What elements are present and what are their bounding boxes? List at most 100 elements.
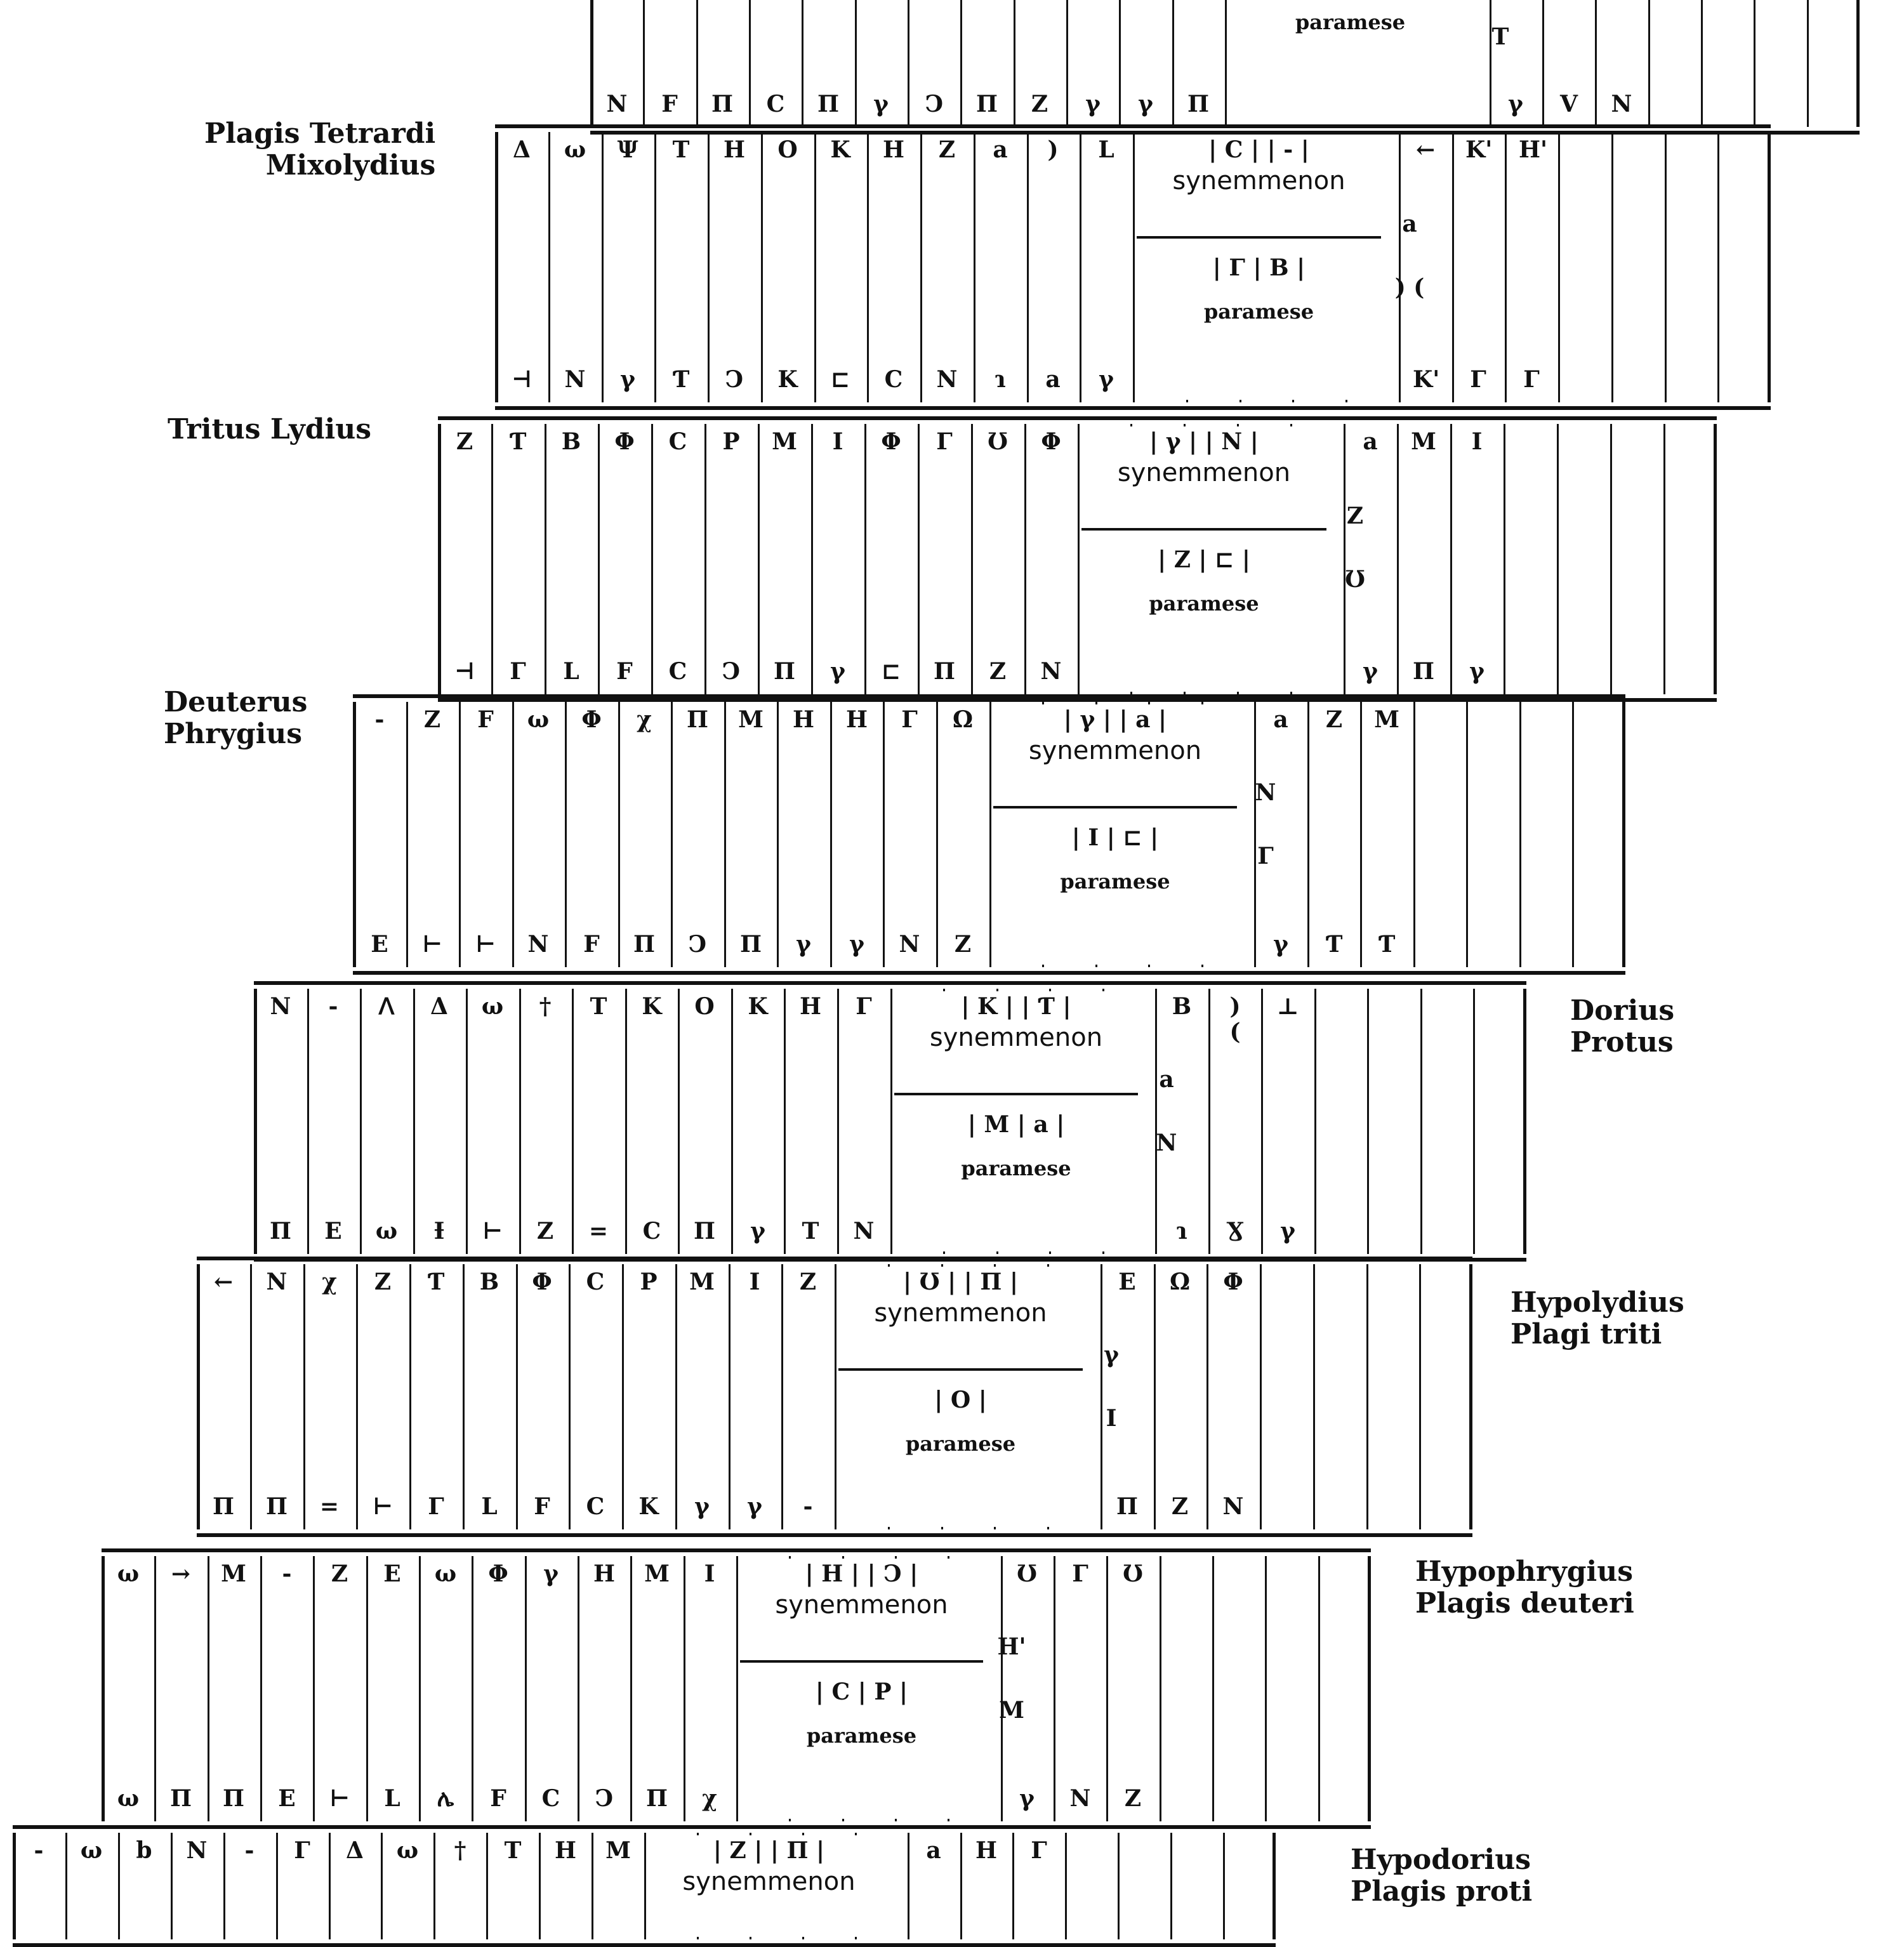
column-divider <box>1001 1556 1003 1821</box>
column-divider <box>960 0 962 127</box>
paramese-symbols: | M | a | <box>967 1111 1065 1138</box>
mode-label-dorius-protus: Dorius Protus <box>1570 995 1674 1059</box>
symbol-top: b <box>136 1837 152 1864</box>
symbol-bottom: Z <box>536 1218 554 1244</box>
symbol-top: M <box>738 706 764 733</box>
symbol-top: N <box>186 1837 208 1864</box>
symbol-top: Z <box>331 1561 348 1587</box>
column-divider <box>1413 702 1415 967</box>
symbol-middle: Z <box>1346 503 1364 529</box>
symbol-bottom: N <box>606 91 628 117</box>
column-divider <box>590 0 593 127</box>
synemmenon-label: synemmenon <box>1172 166 1345 195</box>
paramese-symbols: | Γ | B | <box>1212 254 1306 281</box>
symbol-top: Φ <box>488 1561 508 1587</box>
column-divider <box>1368 1556 1371 1821</box>
column-divider <box>356 1264 358 1529</box>
symbol-bottom: ⊢ <box>475 931 496 958</box>
column-divider <box>936 702 938 967</box>
column-divider <box>1665 132 1667 402</box>
label-line: Hypophrygius <box>1415 1555 1633 1588</box>
column-divider <box>1225 0 1227 127</box>
symbol-top: Ψ <box>617 136 638 163</box>
symbol-top: γ <box>543 1561 559 1587</box>
mode-label-deuterus-phrygius: Deuterus Phrygius <box>164 687 307 750</box>
column-divider <box>569 1264 571 1529</box>
column-divider <box>360 989 362 1254</box>
column-divider <box>835 1264 836 1529</box>
column-divider <box>1469 1264 1472 1529</box>
symbol-bottom: γ <box>1363 658 1378 685</box>
synemmenon-top-symbols: | γ | | a | <box>1063 706 1167 733</box>
symbol-top: ω <box>80 1837 103 1864</box>
symbol-bottom: γ <box>873 91 889 117</box>
column-divider <box>303 1264 305 1529</box>
column-divider <box>171 1833 173 1939</box>
mode-diagram: Plagis Tetrardi Mixolydius Tritus Lydius… <box>13 0 1860 1947</box>
column-divider <box>1701 0 1703 127</box>
column-divider <box>1133 132 1135 402</box>
symbol-top: Z <box>1325 706 1343 733</box>
symbol-bottom: Ɣ <box>1226 1218 1244 1244</box>
symbol-top: Γ <box>901 706 918 733</box>
panel-divider <box>838 1368 1083 1371</box>
column-divider <box>837 989 839 1254</box>
symbol-bottom: ⊢ <box>482 1218 503 1244</box>
symbol-top: Φ <box>881 428 901 455</box>
symbol-top: P <box>722 428 740 455</box>
symbol-bottom: γ <box>830 658 845 685</box>
symbol-bottom: Ͻ <box>725 366 744 393</box>
symbol-bottom: E <box>324 1218 342 1244</box>
symbol-bottom: C <box>766 91 785 117</box>
symbol-top: Γ <box>936 428 953 455</box>
column-divider <box>1265 1556 1267 1821</box>
paramese-label: paramese <box>1060 869 1170 894</box>
symbol-bottom: V <box>1560 91 1578 117</box>
symbol-bottom: ⊏ <box>830 366 850 393</box>
column-divider <box>1101 1264 1102 1529</box>
symbol-bottom: E <box>371 931 388 958</box>
symbol-top: a <box>993 136 1008 163</box>
column-divider <box>1807 0 1809 127</box>
column-divider <box>1314 989 1316 1254</box>
column-divider <box>625 989 627 1254</box>
paramese-label: paramese <box>1295 10 1406 34</box>
column-divider <box>1572 702 1574 967</box>
symbol-top: a <box>1363 428 1378 455</box>
column-divider <box>419 1556 421 1821</box>
symbol-bottom: Π <box>1187 91 1209 117</box>
symbol-top: M <box>644 1561 670 1587</box>
column-divider <box>1558 132 1560 402</box>
symbol-middle: a <box>1402 211 1417 237</box>
column-divider <box>197 1264 200 1529</box>
symbol-top: C <box>668 428 687 455</box>
synemmenon-paramese-panel: paramese <box>1229 0 1472 124</box>
column-divider <box>1027 132 1029 402</box>
label-line: Mixolydius <box>265 149 436 182</box>
symbol-top: M <box>772 428 797 455</box>
column-divider <box>1610 424 1612 694</box>
column-divider <box>260 1556 262 1821</box>
symbol-middle: ) ( <box>1394 274 1425 301</box>
symbol-top: E <box>383 1561 401 1587</box>
symbol-top: - <box>328 993 338 1020</box>
symbol-top: H <box>593 1561 615 1587</box>
symbol-bottom: Π <box>1116 1493 1138 1520</box>
column-divider <box>908 1833 909 1939</box>
symbol-top: ω <box>117 1561 140 1587</box>
symbol-bottom: γ <box>747 1493 762 1520</box>
synemmenon-paramese-panel: | C | | - |synemmenon| Γ | B |paramese <box>1137 135 1381 400</box>
column-divider <box>13 1833 16 1939</box>
symbol-top: ω <box>481 993 504 1020</box>
symbol-bottom: N <box>1611 91 1632 117</box>
synemmenon-paramese-panel: | γ | | a |synemmenon| I | ⊏ |paramese <box>993 704 1237 965</box>
column-divider <box>777 702 779 967</box>
column-divider <box>643 0 645 127</box>
symbol-top: Φ <box>614 428 635 455</box>
symbol-middle: I <box>1106 1405 1117 1432</box>
symbol-top: - <box>244 1837 255 1864</box>
symbol-bottom: C <box>586 1493 605 1520</box>
column-divider <box>572 989 574 1254</box>
symbol-middle: N <box>1156 1130 1177 1156</box>
